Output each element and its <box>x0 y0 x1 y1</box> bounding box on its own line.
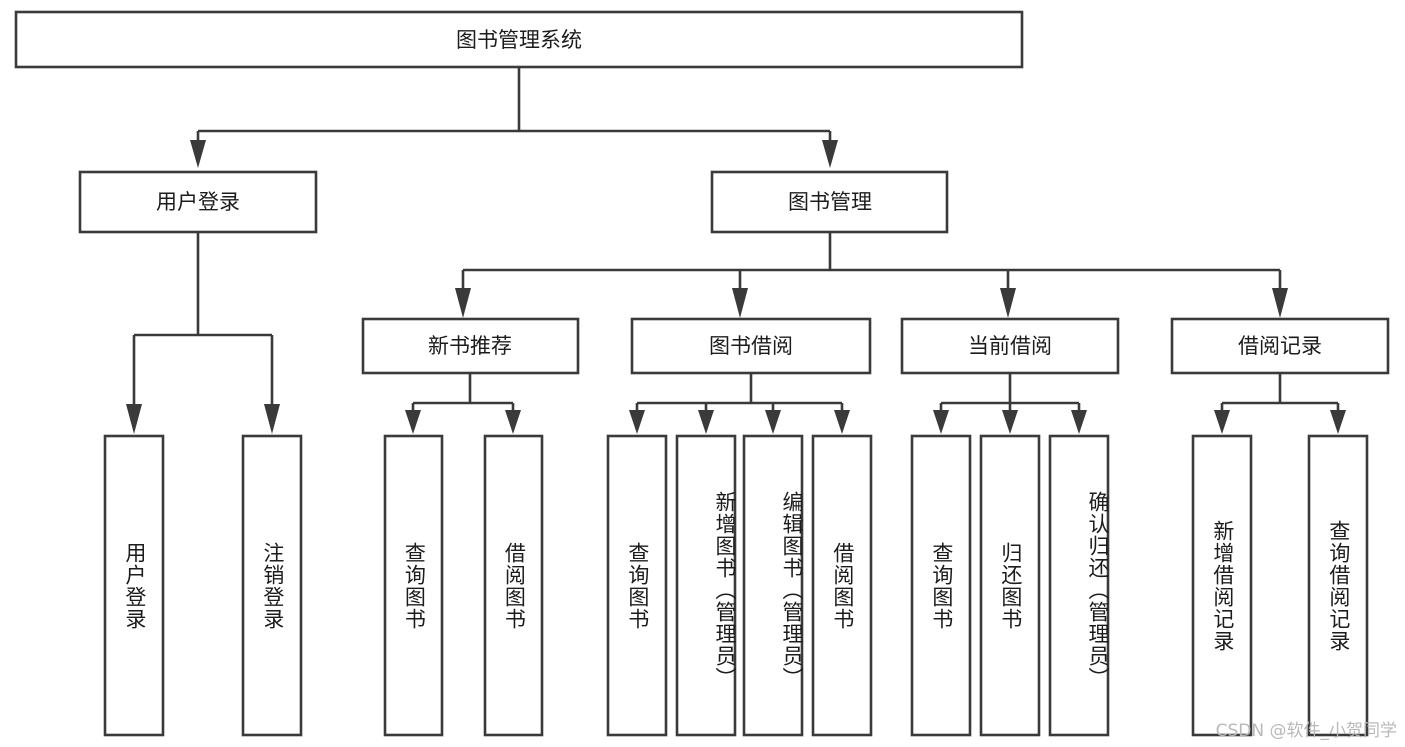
node-box-user-login[interactable] <box>78 170 318 234</box>
arrow-head-icon <box>1071 410 1087 434</box>
node-box-leaf-user-login[interactable] <box>103 434 165 737</box>
node-label-user-login: 用户登录 <box>156 190 240 214</box>
arrow-head-icon <box>1330 410 1346 434</box>
node-label-new-book-recommend: 新书推荐 <box>428 334 512 358</box>
node-box-leaf-query-book-1[interactable] <box>383 434 444 737</box>
arrow-head-icon <box>190 140 206 168</box>
arrow-head-icon <box>698 410 714 434</box>
arrow-head-icon <box>1214 410 1230 434</box>
connector-root-to-level2 <box>190 67 838 168</box>
arrow-head-icon <box>455 288 471 318</box>
arrow-head-icon <box>1272 288 1288 318</box>
connector-bookborrow-to-leaves <box>629 373 850 434</box>
node-box-leaf-query-book-3[interactable] <box>910 434 972 737</box>
node-box-leaf-borrow-book-1[interactable] <box>483 434 544 737</box>
node-box-book-borrow[interactable] <box>630 317 872 375</box>
node-box-new-book-recommend[interactable] <box>361 317 580 375</box>
arrow-head-icon <box>834 410 850 434</box>
node-box-leaf-logout-login[interactable] <box>241 434 303 737</box>
arrow-head-icon <box>405 410 421 434</box>
connector-userlogin-to-leaves <box>126 232 280 434</box>
arrow-head-icon <box>264 404 280 434</box>
connector-newbook-to-leaves <box>405 373 521 434</box>
connector-borrowrecord-to-leaves <box>1214 373 1346 434</box>
arrow-head-icon <box>126 404 142 434</box>
arrow-head-icon <box>1002 410 1018 434</box>
arrow-head-icon <box>765 410 781 434</box>
node-box-root[interactable] <box>14 10 1024 69</box>
node-box-leaf-add-book[interactable] <box>675 434 737 737</box>
arrow-head-icon <box>629 410 645 434</box>
node-box-leaf-return-book[interactable] <box>979 434 1041 737</box>
node-box-leaf-add-record[interactable] <box>1191 434 1253 737</box>
arrow-head-icon <box>732 288 748 318</box>
arrow-head-icon <box>505 410 521 434</box>
node-label-current-borrow: 当前借阅 <box>968 334 1052 358</box>
node-box-leaf-confirm-return[interactable] <box>1048 434 1110 737</box>
node-label-borrow-record: 借阅记录 <box>1238 334 1322 358</box>
node-box-book-management[interactable] <box>710 170 949 234</box>
node-box-leaf-borrow-book-2[interactable] <box>811 434 873 737</box>
node-box-current-borrow[interactable] <box>900 317 1120 375</box>
node-label-book-management: 图书管理 <box>788 190 872 214</box>
node-label-root: 图书管理系统 <box>456 28 582 52</box>
node-box-leaf-query-book-2[interactable] <box>606 434 668 737</box>
connector-currentborrow-to-leaves <box>933 373 1087 434</box>
node-box-borrow-record[interactable] <box>1170 317 1390 375</box>
connector-bookmgmt-to-level3 <box>455 232 1288 318</box>
node-box-leaf-edit-book[interactable] <box>742 434 804 737</box>
node-box-leaf-query-record[interactable] <box>1307 434 1369 737</box>
node-label-book-borrow: 图书借阅 <box>709 334 793 358</box>
watermark-text: CSDN @软件_小贺同学 <box>1215 721 1397 741</box>
arrow-head-icon <box>933 410 949 434</box>
arrow-head-icon <box>1000 288 1016 318</box>
arrow-head-icon <box>822 140 838 168</box>
